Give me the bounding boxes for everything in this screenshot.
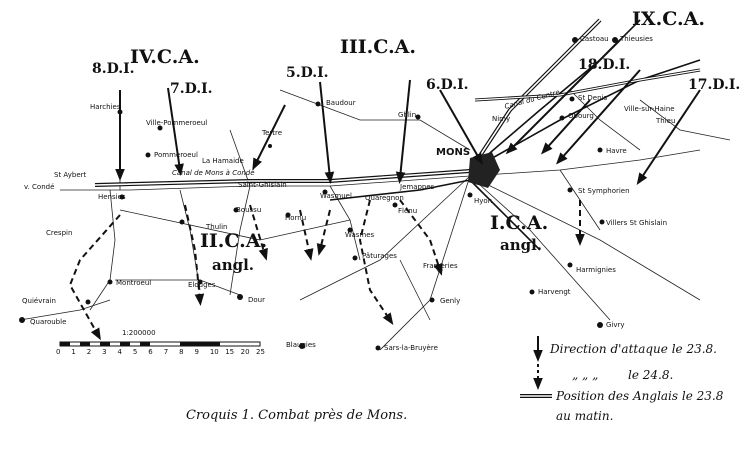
legend-attack-24-8: le 24.8.: [628, 368, 674, 382]
place-thieusies: Thieusies: [620, 35, 653, 43]
place-paturages: Pâturages: [362, 252, 397, 260]
scale-tick-9: 9: [194, 348, 199, 356]
place-harvengt: Harvengt: [538, 288, 571, 296]
place-conde: v. Condé: [24, 183, 55, 191]
place-hornu: Hornu: [285, 214, 307, 222]
place-ghlin: Ghlin: [398, 111, 417, 119]
place-st-ghislain: Saint-Ghislain: [238, 181, 287, 189]
legend-british-position: Position des Anglais le 23.8: [556, 389, 724, 403]
place-dour: Dour: [248, 296, 265, 304]
division-label-7: 7.D.I.: [170, 81, 213, 97]
place-quaregnon: Quaregnon: [365, 194, 404, 202]
place-la-hamaide: La Hamaide: [202, 157, 244, 165]
place-crespin: Crespin: [46, 229, 73, 237]
scale-tick-3: 3: [102, 348, 107, 356]
locality-markers: [19, 37, 618, 351]
place-harmignies: Harmignies: [576, 266, 616, 274]
division-label-18: 18.D.I.: [578, 57, 631, 73]
place-st-denis: St Denis: [578, 94, 608, 102]
place-st-aybert: St Aybert: [54, 171, 87, 179]
scale-tick-15: 15: [225, 348, 235, 356]
scale-tick-labels: 0 1 2 3 4 5 6 7 8 9 10 15 20 25: [56, 349, 276, 359]
scale-tick-6: 6: [148, 348, 153, 356]
place-hyon: Hyon: [474, 197, 493, 205]
place-pommeroeul: Pommeroeul: [154, 151, 198, 159]
mons-town: [468, 152, 500, 188]
place-tertre: Tertre: [262, 129, 283, 137]
place-havre: Havre: [606, 147, 627, 155]
place-wasmes: Wasmes: [345, 231, 375, 239]
scale-tick-5: 5: [132, 348, 138, 356]
place-quarouble: Quarouble: [30, 318, 67, 326]
british-position-line: [94, 18, 701, 187]
scale-tick-10: 10: [209, 348, 219, 356]
place-sars: Sars-la-Bruyère: [384, 344, 438, 352]
place-genly: Genly: [440, 297, 461, 305]
map-caption: Croquis 1. Combat près de Mons.: [186, 408, 408, 423]
scale-tick-8: 8: [179, 348, 184, 356]
scale-tick-7: 7: [163, 348, 169, 356]
corps-label-ii-angl: angl.: [212, 256, 255, 274]
division-label-6: 6.D.I.: [426, 77, 469, 93]
place-hensies: Hensies: [98, 193, 126, 201]
place-harchies: Harchies: [90, 103, 121, 111]
division-label-5: 5.D.I.: [286, 65, 329, 81]
corps-label-i-angl: angl.: [500, 236, 543, 254]
place-ville-sur-haine: Ville-sur-Haine: [624, 105, 675, 113]
legend-symbols: [520, 336, 552, 398]
scale-tick-2: 2: [86, 348, 92, 356]
canal-label-mons-conde: Canal de Mons à Condé: [172, 169, 255, 177]
place-mons: MONS: [436, 147, 471, 158]
corps-label-ix: IX.C.A.: [632, 8, 706, 30]
place-ville-pommeroeul: Ville-Pommeroeul: [146, 119, 208, 127]
place-boussu: Boussu: [236, 206, 262, 214]
place-baudour: Baudour: [326, 99, 356, 107]
attack-arrows-23-8: [115, 39, 701, 185]
place-frameries: Frameries: [423, 262, 458, 270]
scale-tick-25: 25: [256, 348, 265, 356]
division-label-8: 8.D.I.: [92, 61, 135, 77]
place-flenu: Flénu: [398, 207, 418, 215]
scale-bar: [59, 341, 261, 347]
corps-label-i-en: I.C.A.: [490, 212, 549, 234]
place-symphorien: St Symphorien: [578, 187, 630, 195]
place-quievrain: Quiévrain: [22, 297, 56, 305]
place-blaugies: Blaugies: [286, 341, 316, 349]
corps-label-ii-en: II.C.A.: [200, 230, 268, 252]
scale-tick-1: 1: [71, 348, 76, 356]
place-castoau: Castoau: [580, 35, 609, 43]
place-givry: Givry: [606, 321, 625, 329]
place-thulin: Thulin: [206, 223, 228, 231]
corps-label-iv: IV.C.A.: [130, 46, 200, 68]
scale-tick-0: 0: [56, 348, 61, 356]
scale-tick-4: 4: [117, 348, 122, 356]
place-wasmuel: Wasmuel: [320, 192, 352, 200]
place-elouges: Elouges: [188, 281, 216, 289]
division-label-17: 17.D.I.: [688, 77, 741, 93]
place-villers: Villers St Ghislain: [606, 219, 668, 227]
place-thieu: Thieu: [656, 117, 676, 125]
legend-ditto-marks: „ „ „: [572, 368, 599, 382]
place-nimy: Nimy: [492, 115, 511, 123]
legend-attack-23-8: Direction d'attaque le 23.8.: [550, 342, 717, 356]
scale-ratio: 1:200000: [122, 329, 156, 337]
scale-tick-20: 20: [240, 348, 250, 356]
corps-label-iii: III.C.A.: [340, 36, 417, 58]
legend-au-matin: au matin.: [556, 409, 614, 423]
attack-arrows-24-8: [68, 199, 585, 341]
place-jemappes: Jemappes: [400, 183, 435, 191]
place-montroeul: Montroeul: [116, 279, 152, 287]
place-obourg: Obourg: [568, 112, 594, 120]
